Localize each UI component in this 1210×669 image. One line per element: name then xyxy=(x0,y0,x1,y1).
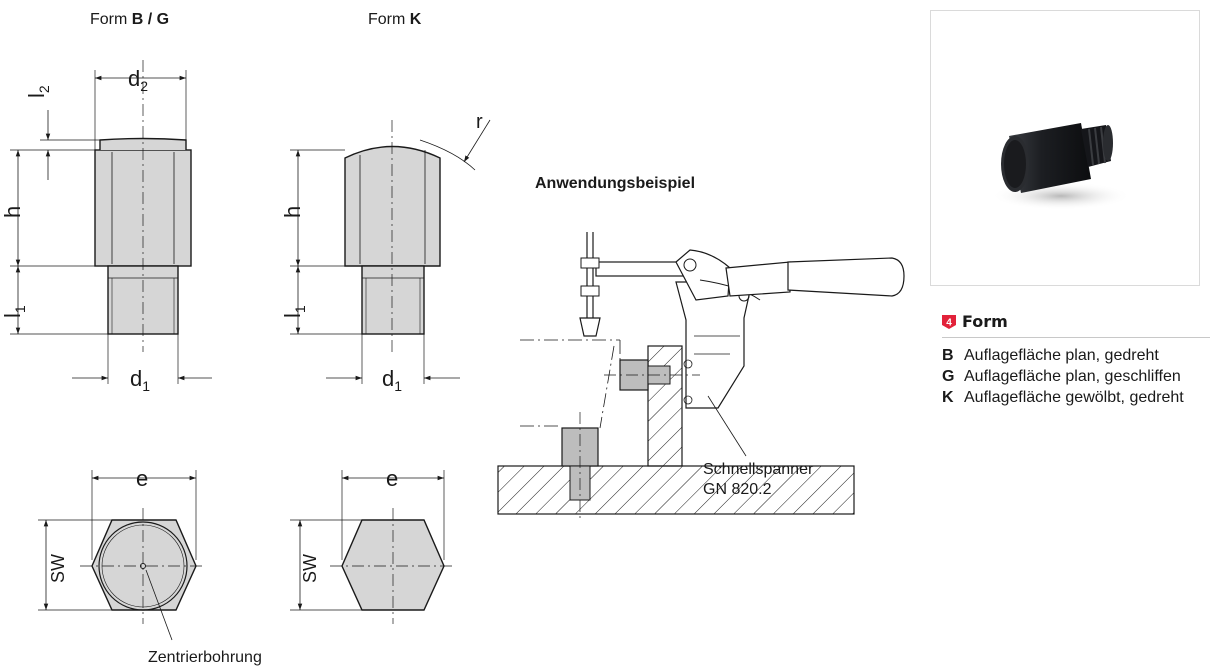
form-k-side-view xyxy=(290,119,491,384)
form-bg-side-view xyxy=(10,60,212,384)
dim-d1-bg: d1 xyxy=(130,366,150,394)
dim-sw-bg: SW xyxy=(48,554,68,583)
technical-drawing: Form B / G Form K d2 l2 h l1 d1 xyxy=(0,11,905,666)
legend-item-text: Auflagefläche gewölbt, gedreht xyxy=(964,389,1184,406)
dim-e-bg: e xyxy=(136,466,148,491)
dim-h-bg: h xyxy=(0,206,25,218)
example-title: Anwendungsbeispiel xyxy=(535,175,695,192)
svg-text:4: 4 xyxy=(946,317,952,328)
dim-l2: l2 xyxy=(24,85,52,98)
dim-r: r xyxy=(476,111,483,133)
form-k-top-view xyxy=(290,470,456,624)
legend-item-b: B Auflagefläche plan, gedreht xyxy=(942,346,1210,365)
legend-item-key: B xyxy=(942,347,954,364)
dim-e-k: e xyxy=(386,466,398,491)
legend-item-text: Auflagefläche plan, geschliffen xyxy=(964,368,1181,385)
application-example xyxy=(497,232,905,520)
legend-title: Form xyxy=(962,312,1008,331)
dim-h-k: h xyxy=(280,206,305,218)
product-image xyxy=(991,123,1131,210)
form-k-title: Form K xyxy=(368,11,422,28)
dim-l1-bg: l1 xyxy=(0,305,28,318)
legend-item-k: K Auflagefläche gewölbt, gedreht xyxy=(942,388,1210,407)
form-bg-top-view xyxy=(38,470,206,641)
form-bg-title: Form B / G xyxy=(90,11,169,28)
legend-item-text: Auflagefläche plan, gedreht xyxy=(964,347,1159,364)
dim-d2: d2 xyxy=(128,66,148,94)
badge-4-icon: 4 xyxy=(942,314,956,329)
legend-item-key: K xyxy=(942,389,954,406)
clamp-label: Schnellspanner GN 820.2 xyxy=(703,461,818,498)
label-centering-hole: Zentrierbohrung xyxy=(148,649,262,666)
dim-sw-k: SW xyxy=(300,554,320,583)
legend-item-key: G xyxy=(942,368,955,385)
legend-header: 4 Form xyxy=(942,312,1210,338)
product-photo xyxy=(930,10,1200,286)
dim-d1-k: d1 xyxy=(382,366,402,394)
dim-l1-k: l1 xyxy=(280,305,308,318)
legend-item-g: G Auflagefläche plan, geschliffen xyxy=(942,367,1210,386)
